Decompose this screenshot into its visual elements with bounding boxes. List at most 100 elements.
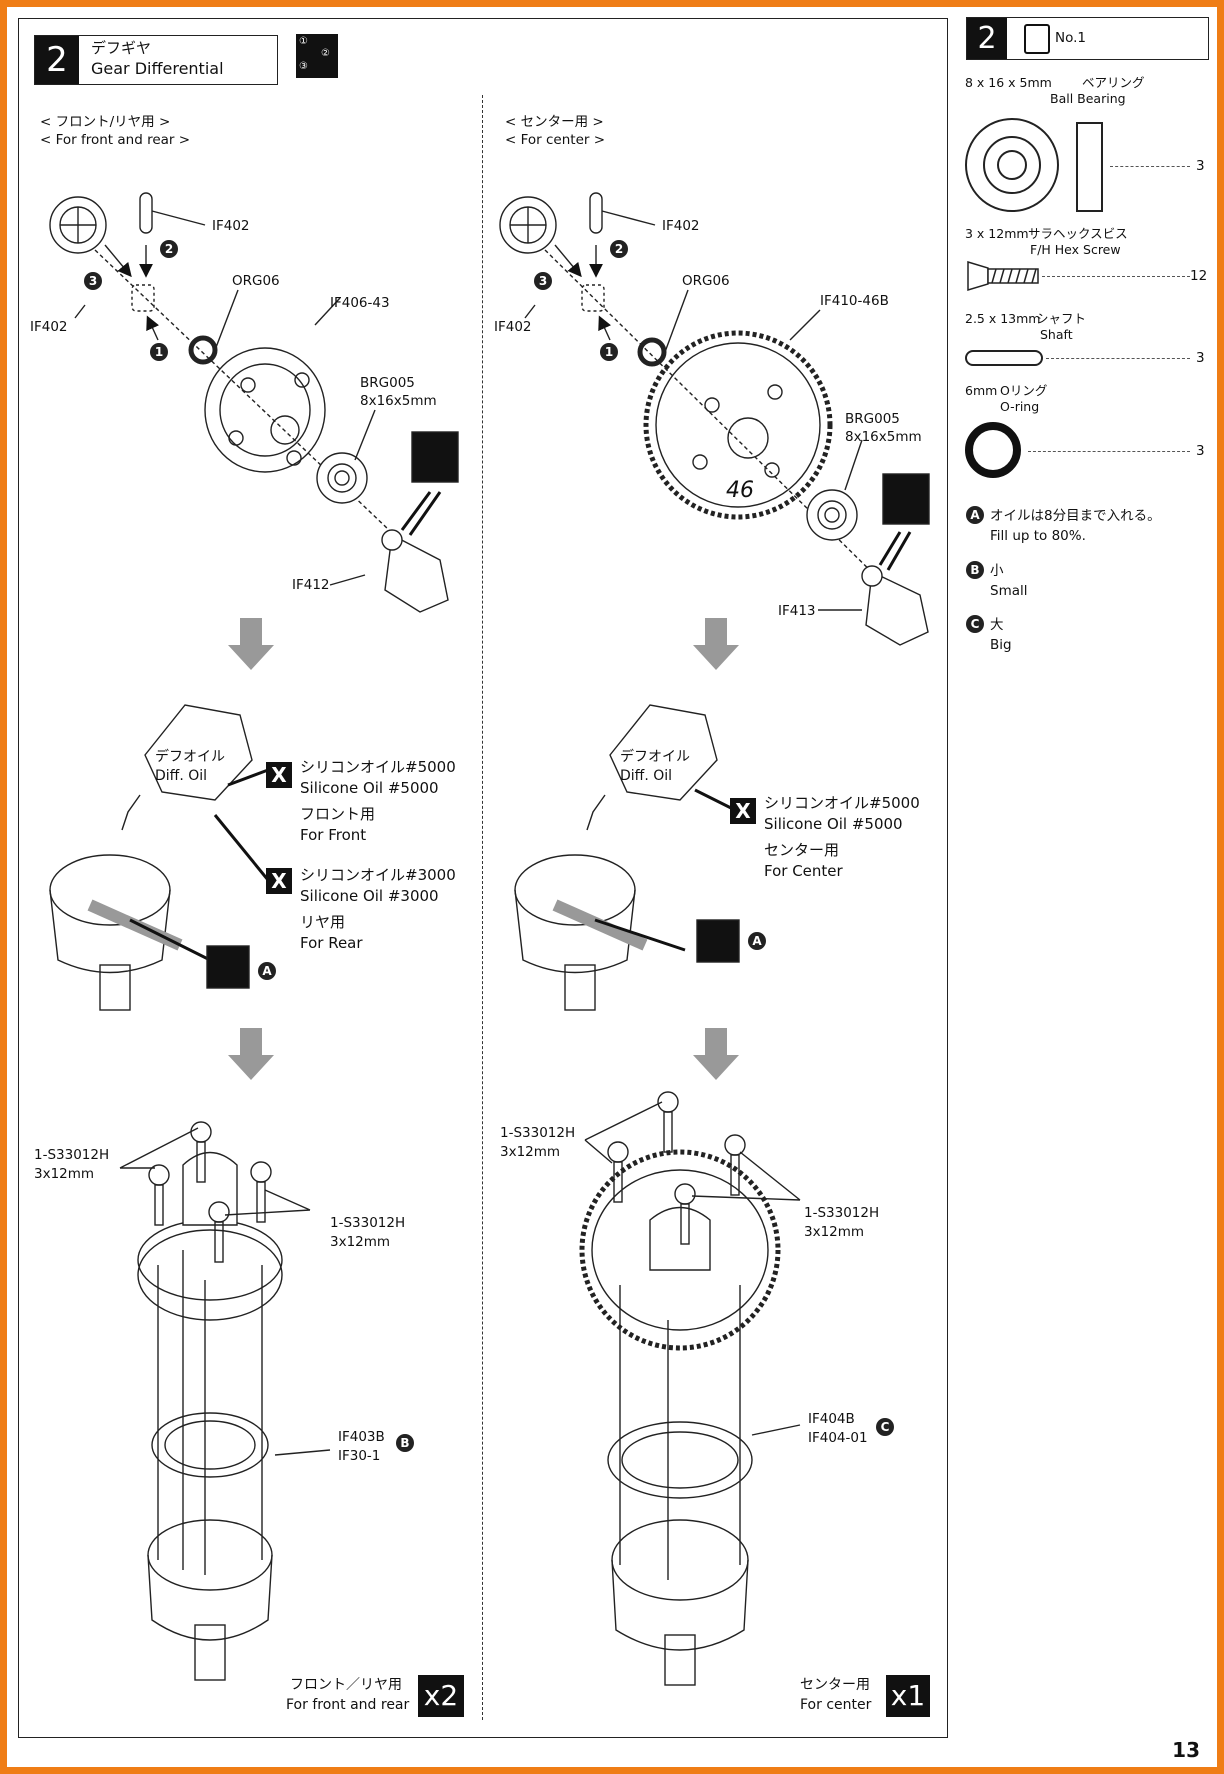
sidebar-item-1-en: Ball Bearing [1050,91,1126,106]
note-b-badge: B [966,561,984,579]
step-title-jp: デフギヤ [91,39,152,57]
label-org06-right: ORG06 [682,273,730,289]
left-oil-rear-jp: シリコンオイル#3000 [300,866,456,884]
sidebar-item-4-en: O-ring [1000,399,1040,414]
left-pin [139,192,153,234]
right-qty-badge: x1 [886,1675,930,1717]
left-note-b: B [396,1434,414,1452]
shaft-icon [965,350,1043,366]
sidebar-step-header: 2 No.1 [966,17,1209,60]
label-if403b: IF403B IF30-1 [338,1429,385,1464]
right-outdrive [861,565,929,646]
gear-teeth-count: 46 [726,478,754,503]
left-diff-case [49,854,211,1011]
label-if412: IF412 [292,577,330,593]
label-brg005-left: BRG005 [360,375,415,391]
label-org06-left: ORG06 [232,273,280,289]
ball-bearing-side-icon [1076,122,1103,212]
right-small-gear [499,196,557,254]
left-oil-rear-en: Silicone Oil #3000 [300,887,439,905]
sidebar-item-3-jp: シャフト [1036,311,1087,326]
sidebar-step-number: 2 [967,18,1007,59]
right-oil-bottle [586,704,718,831]
left-note-a: A [258,962,276,980]
left-qty-en: For front and rear [286,1697,410,1713]
right-screw-4 [674,1183,696,1245]
left-screw-2 [148,1164,170,1226]
left-outdrive [381,529,449,613]
assembly-order-icon: ① ② ③ [296,34,338,78]
step-header: 2 デフギヤ Gear Differential [34,35,278,85]
left-screw-1 [190,1121,212,1183]
left-screw-3 [250,1161,272,1223]
sidebar-item-3-qty: 3 [1196,350,1205,366]
left-oil-front-jp: シリコンオイル#5000 [300,758,456,776]
right-oil-en: Silicone Oil #5000 [764,815,903,833]
sidebar-item-4-qty: 3 [1196,443,1205,459]
left-header-en: < For front and rear > [40,132,191,148]
sidebar-item-2-en: F/H Hex Screw [1030,242,1121,257]
right-oil-jp: シリコンオイル#5000 [764,794,920,812]
right-bearing [806,489,858,541]
note-c-badge: C [966,615,984,633]
instruction-panel [18,18,948,1738]
sidebar-item-3-size: 2.5 x 13mm [965,311,1041,326]
right-oil-use-jp: センター用 [764,841,840,859]
label-if404b: IF404B IF404-01 [808,1411,868,1446]
seq-1-right: 1 [600,343,618,361]
left-qty-jp: フロント／リヤ用 [290,1677,402,1693]
left-oil-rear-icon: X [266,868,292,894]
right-screw-2 [607,1141,629,1203]
right-screw-3 [724,1134,746,1196]
right-diff-case [514,854,686,1011]
left-screws-label-a: 1-S33012H 3x12mm [34,1147,110,1182]
label-if406-left: IF406-43 [330,295,390,311]
sidebar-item-1-jp: ベアリング [1082,75,1145,90]
sidebar-item-2-leader [1042,276,1190,277]
label-if402-gear-left: IF402 [30,319,68,335]
note-a-jp: オイルは8分目まで入れる。 [990,508,1161,524]
label-if402-pin-left: IF402 [212,218,250,234]
label-if413: IF413 [778,603,816,619]
seq-2-right: 2 [610,240,628,258]
left-oil-front-icon: X [266,762,292,788]
parts-bag-icon [1024,24,1050,54]
note-b-en: Small [990,583,1028,599]
note-a-badge: A [966,506,984,524]
left-screw-4 [208,1201,230,1263]
sidebar-item-2-size: 3 x 12mm [965,226,1029,241]
right-spur-gear [643,330,833,520]
note-a-en: Fill up to 80%. [990,528,1086,544]
parts-bag-label: No.1 [1055,30,1087,46]
left-oil-front-use-jp: フロント用 [300,805,376,823]
left-oil-rear-use-jp: リヤ用 [300,913,346,931]
sidebar-item-1-size: 8 x 16 x 5mm [965,75,1052,90]
right-oil-use-en: For Center [764,862,843,880]
left-bottle-label: デフオイル Diff. Oil [155,749,225,784]
seq-1-left: 1 [150,343,168,361]
left-qty-badge: x2 [418,1675,464,1717]
seq-3-left: 3 [84,272,102,290]
right-screws-label-a: 1-S33012H 3x12mm [500,1125,576,1160]
right-note-c: C [876,1418,894,1436]
note-b-jp: 小 [990,563,1004,579]
left-header-jp: < フロント/リヤ用 > [40,114,171,130]
right-qty-en: For center [800,1697,872,1713]
label-brg-size-left: 8x16x5mm [360,393,437,409]
step-title-en: Gear Differential [91,59,224,78]
right-header-jp: < センター用 > [505,114,604,130]
sidebar-item-4-jp: Oリング [1000,383,1048,398]
left-oil-bottle [121,704,253,831]
column-divider [482,95,483,1720]
ball-bearing-icon [965,118,1059,212]
right-qty-jp: センター用 [800,1677,870,1693]
right-final-assembly [579,1091,781,1686]
label-brg-size-right: 8x16x5mm [845,429,922,445]
right-header-en: < For center > [505,132,606,148]
sidebar-item-2-qty: 12 [1190,268,1208,284]
left-small-gear [49,196,107,254]
sidebar-item-3-leader [1046,358,1190,359]
